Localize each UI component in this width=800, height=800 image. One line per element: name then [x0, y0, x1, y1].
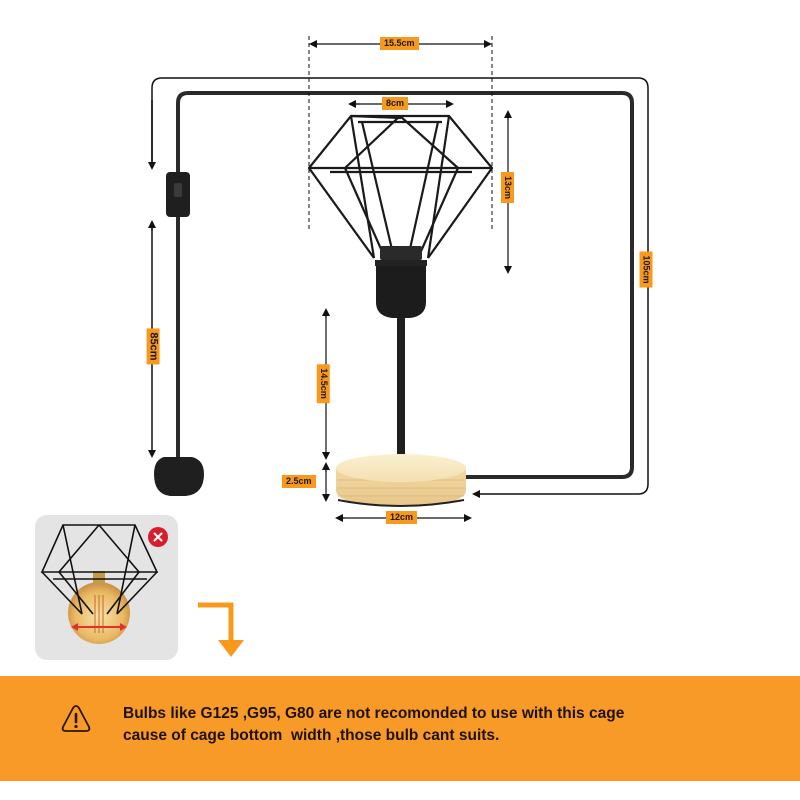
- lamp-stem: [397, 318, 405, 468]
- inline-switch: [166, 172, 190, 217]
- diamond-wire-cage: [307, 114, 494, 259]
- warning-triangle-icon: [61, 705, 91, 732]
- cord-length-measure-line: [148, 77, 649, 498]
- globe-bulb-in-cage-illustration: [40, 524, 159, 644]
- label-cord-to-switch: 85cm: [146, 328, 160, 365]
- label-cage-height: 13cm: [501, 171, 515, 204]
- warning-line-1: Bulbs like G125 ,G95, G80 are not recomo…: [123, 705, 625, 722]
- warning-message: Bulbs like G125 ,G95, G80 are not recomo…: [123, 703, 783, 747]
- lamp-socket: [375, 246, 427, 318]
- warning-banner: [0, 676, 800, 781]
- incompatible-bulb-inset: [35, 515, 178, 660]
- label-stem-height: 14.5cm: [316, 364, 330, 403]
- label-base-diameter: 12cm: [386, 511, 418, 524]
- wooden-base: [336, 454, 466, 507]
- power-cord: [176, 91, 634, 479]
- power-plug: [154, 457, 204, 496]
- label-total-cord-length: 105cm: [639, 251, 653, 288]
- not-compatible-badge: [148, 527, 168, 547]
- label-cage-top-width: 8cm: [382, 97, 409, 110]
- label-base-height: 2.5cm: [282, 475, 316, 488]
- x-mark-icon: [153, 532, 163, 542]
- warning-line-2: cause of cage bottom width ,those bulb c…: [123, 727, 500, 744]
- label-cage-max-width: 15.5cm: [380, 37, 419, 50]
- down-right-arrow-icon: [198, 602, 244, 657]
